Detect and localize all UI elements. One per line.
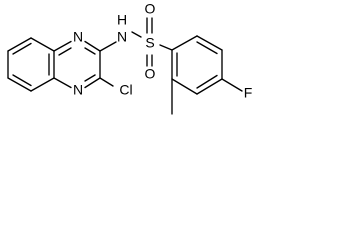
atom-label-n-bottom: N [73,82,83,98]
bond-double-inner [58,47,72,56]
bond [84,40,101,52]
bond [171,78,198,95]
chemical-structure-diagram: N N N H Cl S O O F [7,1,252,115]
bond-c-nh [99,41,117,52]
bond-nh-s [131,31,142,38]
bond [30,37,55,52]
atom-label-f: F [244,85,253,101]
bond [7,37,32,52]
bond-s-aryl [159,44,173,51]
atom-label-nh: N [117,29,127,45]
atom-label-n-top: N [73,29,83,45]
bond-c-cl [99,77,114,87]
bond-double-inner [84,74,96,82]
phenyl-ring [171,35,243,115]
bond-double-inner [196,41,218,55]
bond [196,78,223,95]
atom-label-cl: Cl [119,82,132,98]
bond [171,35,198,51]
bond [30,77,55,92]
benzo-ring [7,37,55,92]
bond-double-inner [84,47,96,55]
bond [84,77,101,89]
bond-c-f [221,78,243,92]
bond [7,77,32,92]
bond [53,40,72,52]
substituent-bonds [99,17,173,87]
atom-label-h: H [117,12,127,28]
bond-double-inner [196,74,218,89]
bond-double-inner [12,42,32,55]
bond [196,35,223,51]
atom-label-o-left: O [145,1,156,17]
atom-labels: N N N H Cl S O O F [73,1,252,101]
pyrazine-ring [53,40,101,89]
bond-double-inner [12,74,32,87]
atom-label-o-right: O [145,66,156,82]
atom-label-s: S [145,35,154,51]
bond [53,77,72,89]
